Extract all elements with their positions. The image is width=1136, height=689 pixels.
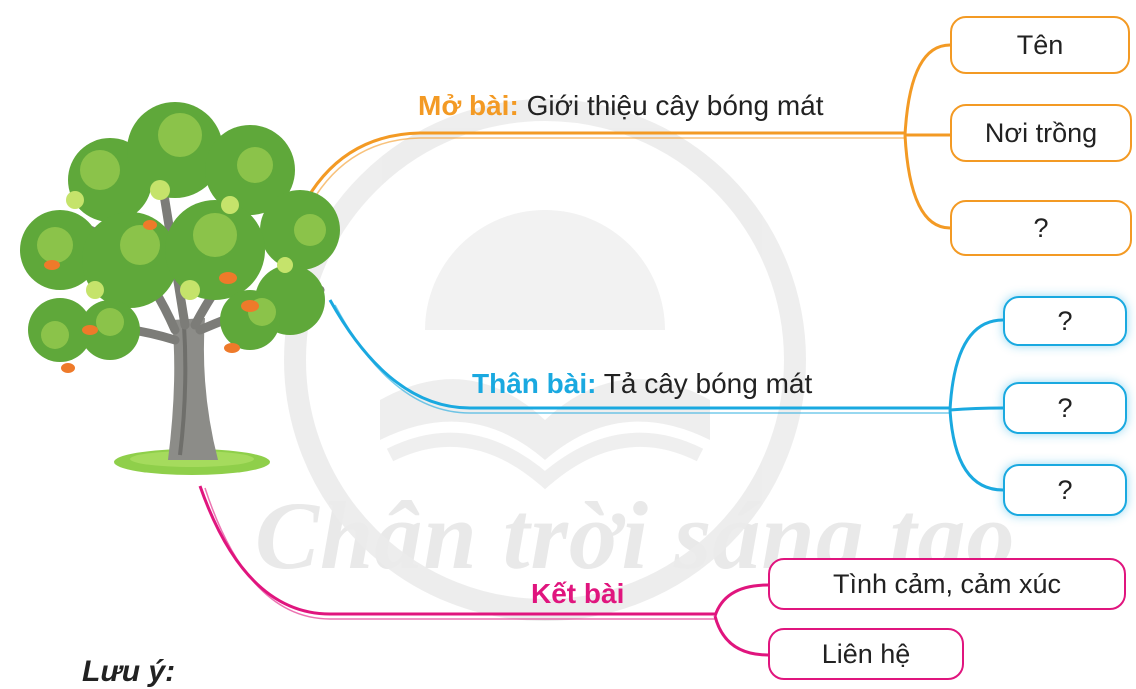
intro-text: Giới thiệu cây bóng mát <box>526 90 824 121</box>
conclusion-heading: Kết bài <box>531 578 625 609</box>
intro-branch-label: Mở bài: Giới thiệu cây bóng mát <box>418 90 824 122</box>
body-branch-label: Thân bài: Tả cây bóng mát <box>472 368 812 400</box>
conclusion-link-2 <box>713 615 769 657</box>
conclusion-connectors <box>198 485 769 657</box>
intro-node-noi-trong: Nơi trồng <box>950 104 1132 162</box>
intro-connectors <box>283 43 951 253</box>
body-main-line <box>328 299 950 410</box>
body-text: Tả cây bóng mát <box>603 368 813 399</box>
body-node-question-3: ? <box>1003 464 1127 516</box>
conclusion-node-lien-he: Liên hệ <box>768 628 964 680</box>
intro-link-q <box>903 134 951 230</box>
conclusion-branch-label: Kết bài <box>531 578 624 610</box>
tree-illustration <box>20 102 340 475</box>
intro-node-ten: Tên <box>950 16 1130 74</box>
body-node-question-1: ? <box>1003 296 1127 346</box>
intro-link-ten <box>903 43 951 136</box>
body-connectors <box>328 299 1004 492</box>
intro-node-question: ? <box>950 200 1132 256</box>
conclusion-link-1 <box>713 583 769 617</box>
body-link-2 <box>949 406 1004 412</box>
footer-note: Lưu ý: <box>82 655 176 688</box>
watermark-emblem <box>284 99 806 621</box>
conclusion-main-line <box>198 485 715 616</box>
body-link-3 <box>948 409 1004 492</box>
conclusion-node-tinh-cam: Tình cảm, cảm xúc <box>768 558 1126 610</box>
body-heading: Thân bài: <box>472 368 597 399</box>
intro-heading: Mở bài: <box>418 90 519 121</box>
body-link-1 <box>948 318 1004 411</box>
body-node-question-2: ? <box>1003 382 1127 434</box>
